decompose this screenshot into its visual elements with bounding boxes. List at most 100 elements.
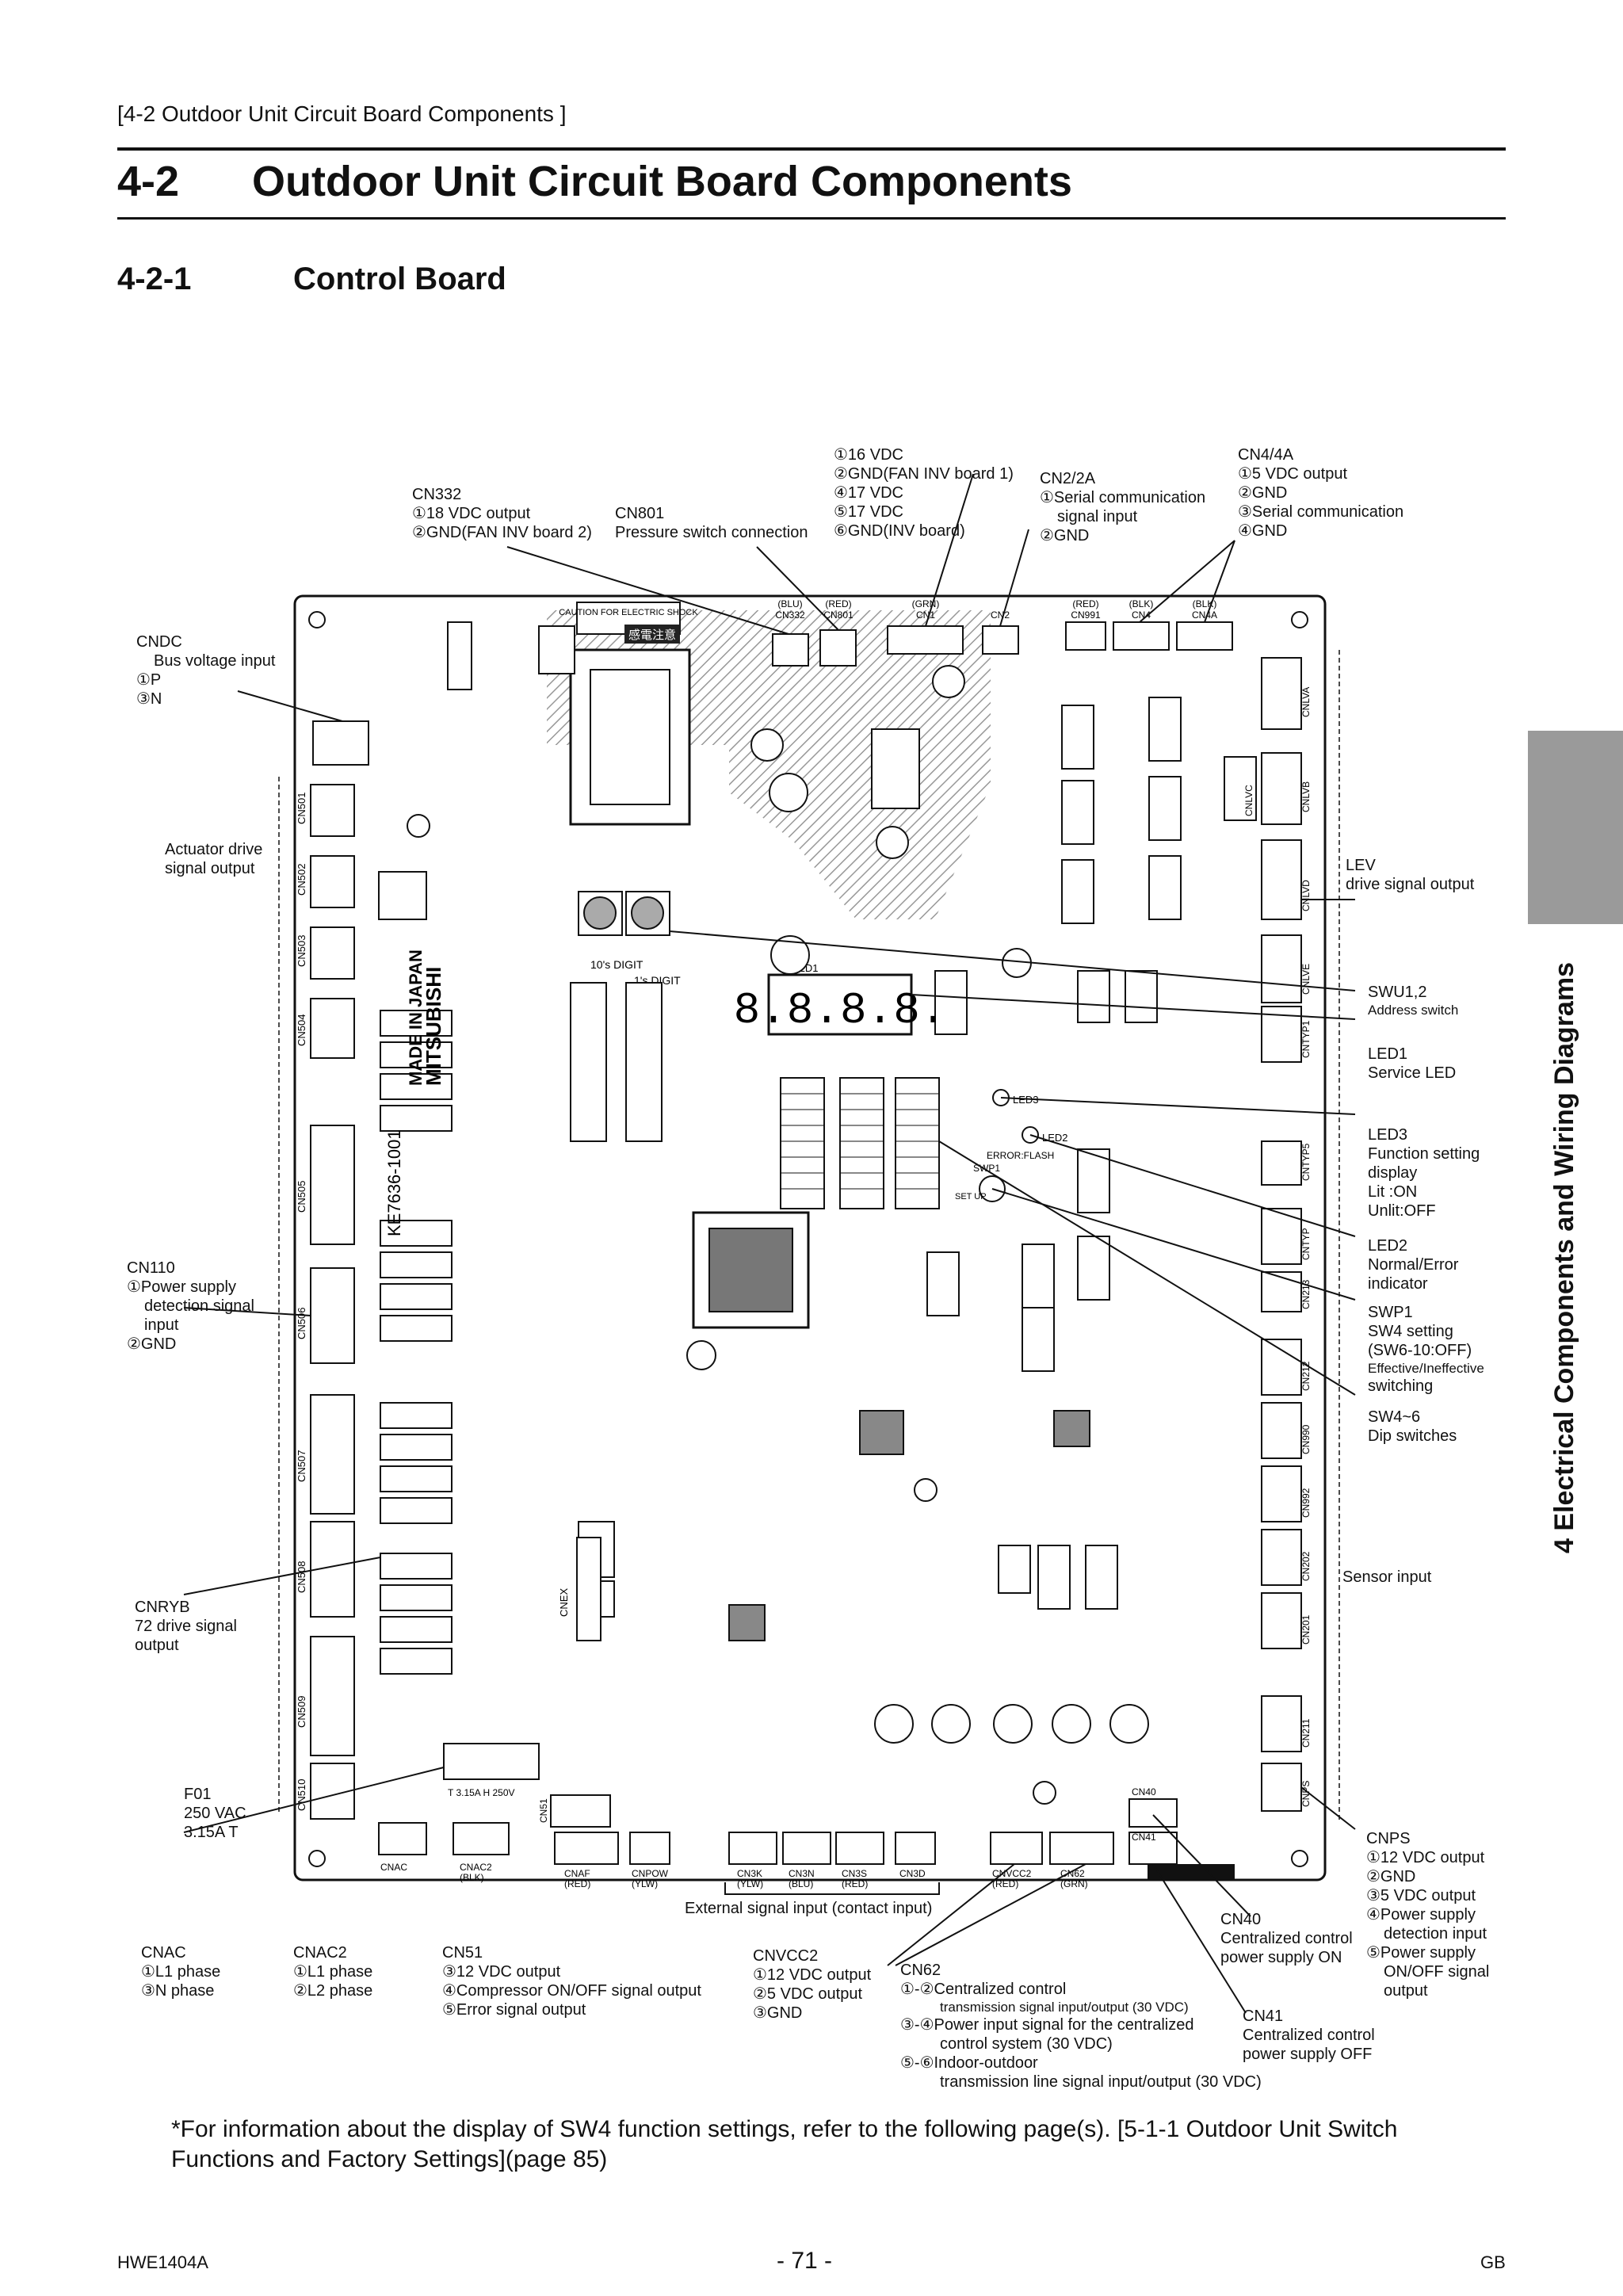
svg-text:CN992: CN992	[1300, 1488, 1312, 1518]
svg-text:(RED): (RED)	[992, 1878, 1018, 1889]
callout-sensor: Sensor input	[1342, 1568, 1432, 1586]
board-edge-strip	[1148, 1864, 1235, 1880]
svg-text:CN51: CN51	[538, 1798, 549, 1823]
svg-text:CN506: CN506	[296, 1308, 307, 1339]
svg-text:CN505: CN505	[296, 1181, 307, 1213]
callout-external: External signal input (contact input)	[685, 1900, 933, 1917]
svg-text:CN991: CN991	[1071, 609, 1101, 621]
svg-text:CN3N: CN3N	[789, 1868, 815, 1879]
connector-cn801	[819, 629, 857, 667]
ic-chips	[926, 697, 1182, 1610]
svg-text:CN3D: CN3D	[899, 1868, 926, 1879]
svg-text:8.8.8.8.: 8.8.8.8.	[734, 985, 947, 1036]
mount-hole	[1291, 1850, 1308, 1867]
connector-cn991	[1065, 621, 1106, 651]
svg-text:CN507: CN507	[296, 1450, 307, 1482]
connector-cn4	[1113, 621, 1170, 651]
page-number: - 71 -	[777, 2248, 833, 2274]
svg-text:(YLW): (YLW)	[737, 1878, 763, 1889]
svg-text:CN510: CN510	[296, 1779, 307, 1811]
doc-code: HWE1404A	[117, 2252, 208, 2272]
capacitors	[407, 665, 1149, 1805]
svg-text:(BLU): (BLU)	[777, 598, 802, 609]
mount-hole	[308, 1850, 326, 1867]
mount-hole	[1291, 611, 1308, 628]
subsection-number: 4-2-1	[117, 262, 192, 296]
subsection-title: Control Board	[293, 262, 506, 296]
svg-text:CNTYP: CNTYP	[1300, 1228, 1312, 1260]
top-connectors: (BLU) CN332 (RED) CN801 (GRN) CN1 CN2 (R…	[772, 598, 1233, 667]
svg-text:CN212: CN212	[1300, 1361, 1312, 1391]
sub-ic	[728, 1604, 766, 1641]
svg-text:(RED): (RED)	[825, 598, 851, 609]
svg-text:CN508: CN508	[296, 1561, 307, 1593]
left-connectors	[310, 784, 355, 1820]
svg-text:CNPOW: CNPOW	[632, 1868, 669, 1879]
external-signal-bracket	[724, 1882, 940, 1895]
mount-hole	[308, 611, 326, 628]
svg-text:CN4A: CN4A	[1192, 609, 1217, 621]
svg-text:LED3: LED3	[1013, 1094, 1039, 1106]
svg-text:CN509: CN509	[296, 1696, 307, 1728]
svg-text:ERROR:FLASH: ERROR:FLASH	[987, 1150, 1054, 1161]
svg-text:CNEX: CNEX	[558, 1588, 570, 1617]
transformer	[569, 648, 691, 826]
footnote: *For information about the display of SW…	[171, 2116, 1398, 2172]
coil	[378, 871, 427, 920]
svg-text:(RED): (RED)	[1072, 598, 1098, 609]
svg-text:CN4: CN4	[1132, 609, 1151, 621]
caution-label: CAUTION FOR ELECTRIC SHOCK	[559, 608, 698, 617]
chapter-tab	[1528, 731, 1623, 924]
svg-text:CN990: CN990	[1300, 1424, 1312, 1454]
svg-text:(GRN): (GRN)	[1060, 1878, 1088, 1889]
svg-text:(BLK): (BLK)	[460, 1872, 484, 1883]
svg-text:CN213: CN213	[1300, 1279, 1312, 1309]
svg-text:CNLVE: CNLVE	[1300, 964, 1312, 995]
sub-ic	[1053, 1410, 1090, 1447]
bottom-connectors	[378, 1794, 1178, 1865]
svg-text:CN3K: CN3K	[737, 1868, 762, 1879]
section-rule	[117, 217, 1506, 220]
header-rule	[117, 147, 1506, 151]
svg-text:10's DIGIT: 10's DIGIT	[590, 958, 643, 971]
cn751	[570, 982, 607, 1142]
made-in-mark: MADE IN JAPAN	[406, 949, 426, 1086]
svg-text:CN211: CN211	[1300, 1718, 1312, 1748]
svg-text:(BLU): (BLU)	[789, 1878, 813, 1889]
svg-text:(RED): (RED)	[842, 1878, 868, 1889]
svg-text:(GRN): (GRN)	[912, 598, 940, 609]
svg-text:CN501: CN501	[296, 793, 307, 824]
svg-text:(YLW): (YLW)	[632, 1878, 658, 1889]
svg-text:CNLVA: CNLVA	[1300, 687, 1312, 717]
svg-text:CNLVB: CNLVB	[1300, 781, 1312, 812]
connector-cn1	[887, 625, 964, 655]
svg-text:CN41: CN41	[1132, 1832, 1156, 1843]
caution-jp-label: 感電注意	[628, 628, 676, 642]
svg-text:CNTYP5: CNTYP5	[1300, 1143, 1312, 1181]
svg-text:CNPS: CNPS	[1300, 1781, 1312, 1807]
svg-text:CN504: CN504	[296, 1014, 307, 1046]
svg-text:CN2: CN2	[991, 609, 1010, 621]
connector-cn4a	[1176, 621, 1233, 651]
breadcrumb: [4-2 Outdoor Unit Circuit Board Componen…	[117, 101, 567, 126]
svg-text:CN62: CN62	[1060, 1868, 1085, 1879]
svg-text:CNLVD: CNLVD	[1300, 880, 1312, 911]
